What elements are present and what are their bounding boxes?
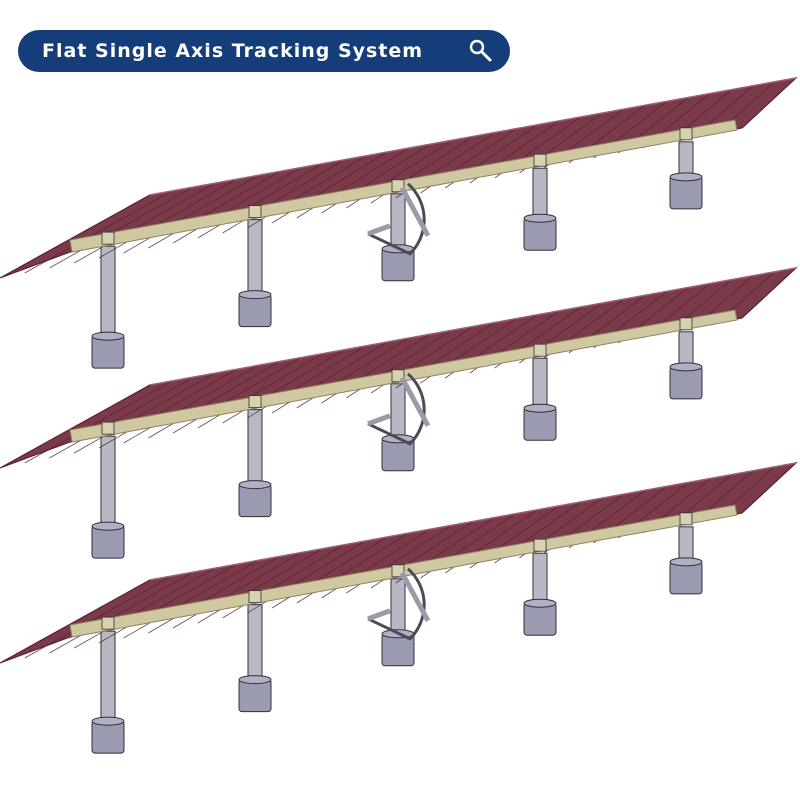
pile-column <box>100 435 116 527</box>
pile-footing-top <box>91 521 125 531</box>
pile-footing <box>238 679 272 713</box>
pile-post <box>381 383 415 472</box>
search-icon[interactable] <box>466 36 496 66</box>
drive-arc <box>367 567 426 641</box>
pile-column <box>678 526 694 563</box>
pile-post <box>91 630 125 754</box>
pile-post <box>91 435 125 559</box>
bearing-housing <box>101 421 115 435</box>
bearing-housing <box>248 395 262 409</box>
pile-column <box>678 331 694 368</box>
drive-strut <box>399 186 431 238</box>
bearing-housing <box>101 616 115 630</box>
pile-footing-top <box>523 598 557 608</box>
pile-footing-top <box>669 172 703 182</box>
pile-footing <box>238 294 272 328</box>
bearing-housing <box>679 127 693 141</box>
pile-footing-top <box>238 480 272 490</box>
drive-unit <box>367 182 431 256</box>
pile-footing <box>91 720 125 754</box>
drive-unit <box>367 567 431 641</box>
pile-post <box>523 167 557 251</box>
tracker-row-3 <box>0 462 798 754</box>
pile-footing <box>669 176 703 210</box>
drive-unit <box>367 372 431 446</box>
pile-post <box>381 193 415 282</box>
drive-arm <box>367 608 391 622</box>
panel-top-edge <box>149 77 797 196</box>
pile-footing-top <box>91 331 125 341</box>
pile-post <box>238 409 272 518</box>
pile-post <box>669 141 703 210</box>
bearing-housing <box>248 590 262 604</box>
pile-footing <box>523 602 557 636</box>
pile-footing <box>91 525 125 559</box>
pile-post <box>669 331 703 400</box>
pile-column <box>100 245 116 337</box>
pile-footing-top <box>523 213 557 223</box>
pile-column <box>678 141 694 178</box>
pile-column <box>390 193 406 250</box>
pile-footing <box>523 217 557 251</box>
bearing-housing <box>533 343 547 357</box>
pile-column <box>247 604 263 681</box>
pile-post <box>669 526 703 595</box>
title-banner: Flat Single Axis Tracking System <box>18 30 510 72</box>
drive-arm <box>367 223 391 237</box>
bearing-housing <box>679 317 693 331</box>
pile-column <box>532 167 548 219</box>
pile-column <box>532 552 548 604</box>
pile-footing <box>91 335 125 369</box>
pile-column <box>532 357 548 409</box>
bearing-housing <box>533 153 547 167</box>
bearing-housing <box>679 512 693 526</box>
panel-top-edge <box>149 462 797 581</box>
drive-strut <box>399 571 431 623</box>
pile-column <box>100 630 116 722</box>
pile-post <box>381 578 415 667</box>
pile-column <box>390 383 406 440</box>
drive-arc <box>367 182 426 256</box>
panel-top-edge <box>149 267 797 386</box>
pile-column <box>247 219 263 296</box>
pile-footing <box>238 484 272 518</box>
drive-strut <box>399 376 431 428</box>
tracker-row-2 <box>0 267 798 559</box>
tracker-row-1 <box>0 77 798 369</box>
bearing-housing <box>533 538 547 552</box>
pile-footing-top <box>669 362 703 372</box>
pile-post <box>238 219 272 328</box>
drive-arc <box>367 372 426 446</box>
pile-post <box>523 552 557 636</box>
bearing-housing <box>101 231 115 245</box>
pile-footing <box>523 407 557 441</box>
pile-column <box>247 409 263 486</box>
pile-footing <box>669 366 703 400</box>
page-title: Flat Single Axis Tracking System <box>42 40 424 62</box>
pile-footing-top <box>669 557 703 567</box>
pile-footing-top <box>238 290 272 300</box>
pile-column <box>390 578 406 635</box>
pile-post <box>238 604 272 713</box>
pile-footing-top <box>91 716 125 726</box>
pile-footing <box>669 561 703 595</box>
pile-footing-top <box>523 403 557 413</box>
bearing-housing <box>248 205 262 219</box>
drive-arm <box>367 413 391 427</box>
pile-footing-top <box>238 675 272 685</box>
pile-post <box>523 357 557 441</box>
pile-post <box>91 245 125 369</box>
